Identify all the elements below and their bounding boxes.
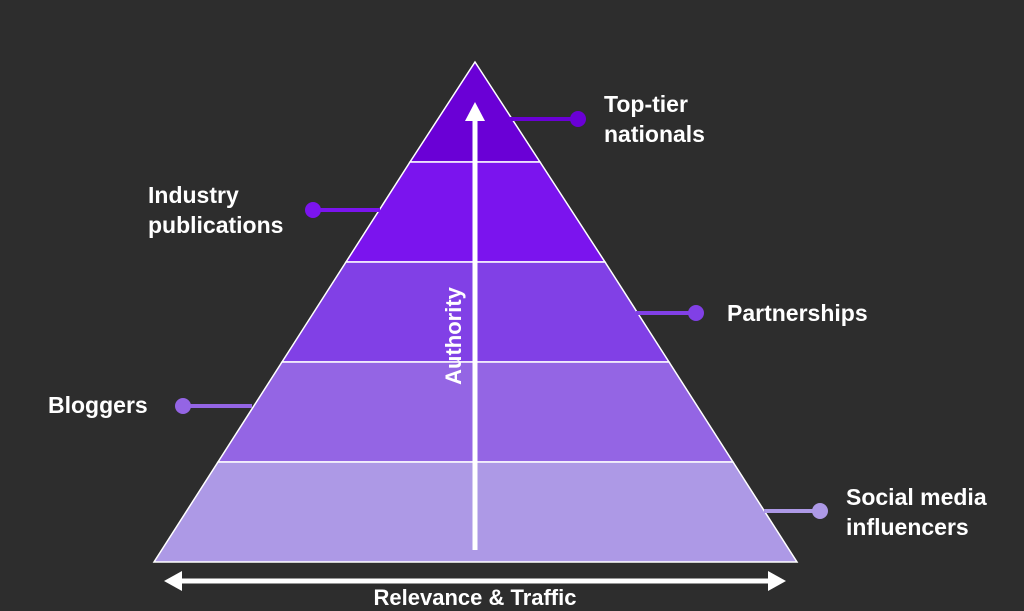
relevance-traffic-arrow (164, 571, 786, 591)
axis-label-relevance-traffic: Relevance & Traffic (373, 585, 577, 610)
label-bloggers: Bloggers (48, 392, 148, 418)
connector-bloggers (175, 398, 252, 414)
authority-arrow (465, 102, 485, 550)
connector-top-tier-nationals (510, 111, 586, 127)
label-top-tier-nationals: Top-tier nationals (604, 91, 705, 147)
label-partnerships: Partnerships (727, 300, 868, 326)
connector-industry-publications (305, 202, 380, 218)
axis-label-authority: Authority (441, 287, 466, 385)
label-industry-publications: Industry publications (148, 182, 284, 238)
label-social-media-influencers: Social media influencers (846, 484, 987, 540)
connector-partnerships (636, 305, 704, 321)
connector-social-media-influencers (764, 503, 828, 519)
